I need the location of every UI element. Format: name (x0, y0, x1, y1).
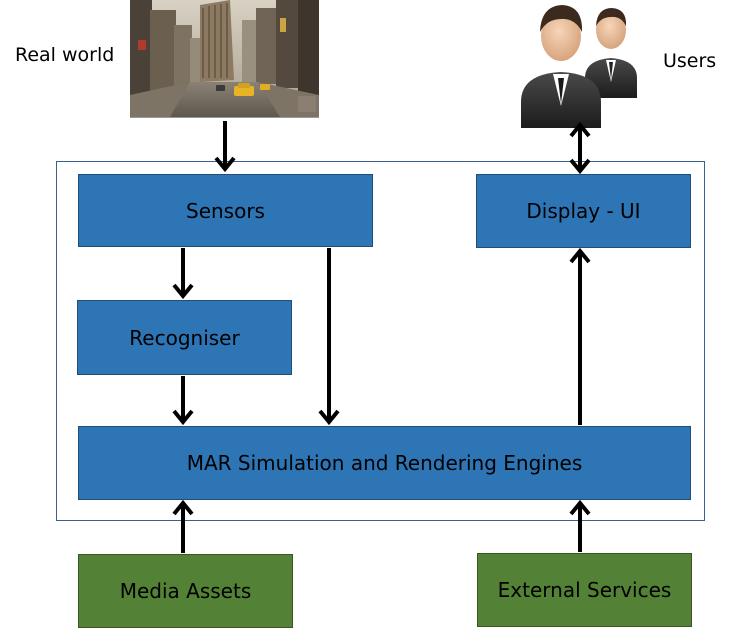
arrow-users-display-bidirectional (569, 121, 591, 175)
arrow-media-to-engines (172, 499, 194, 553)
users-icon (513, 0, 648, 128)
real-world-photo (130, 0, 319, 118)
display-ui-label: Display - UI (526, 199, 641, 223)
arrow-realworld-to-sensors (214, 121, 236, 173)
real-world-label: Real world (15, 44, 115, 66)
arrow-engines-to-display (569, 247, 591, 425)
users-label: Users (663, 50, 717, 72)
external-services-label: External Services (497, 578, 672, 602)
external-services-box: External Services (477, 553, 692, 627)
arrow-sensors-to-recogniser (172, 248, 194, 300)
media-assets-label: Media Assets (119, 579, 252, 603)
recogniser-box: Recogniser (77, 300, 292, 375)
recogniser-label: Recogniser (129, 325, 240, 350)
sensors-box: Sensors (78, 174, 373, 247)
arrow-recogniser-to-engines (172, 376, 194, 426)
arrow-external-to-engines (569, 499, 591, 552)
mar-engines-box: MAR Simulation and Rendering Engines (78, 426, 691, 500)
media-assets-box: Media Assets (78, 554, 293, 628)
mar-engines-label: MAR Simulation and Rendering Engines (186, 451, 583, 475)
display-ui-box: Display - UI (476, 174, 691, 248)
sensors-label: Sensors (186, 198, 265, 223)
arrow-sensors-to-engines (318, 248, 340, 426)
